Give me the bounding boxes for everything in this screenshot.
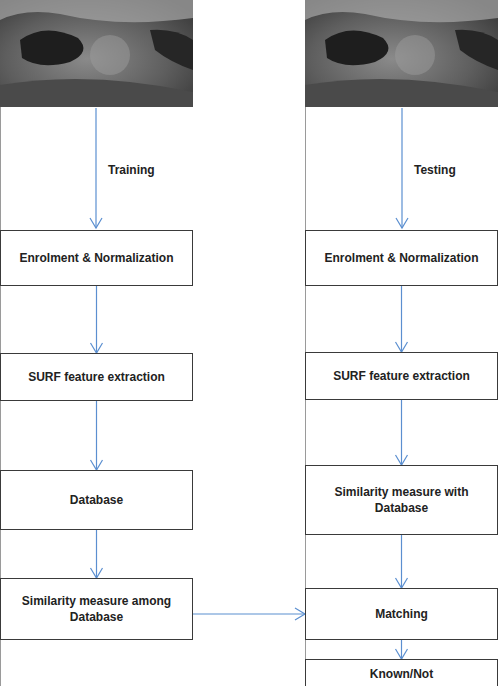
- box-label: SURF feature extraction: [333, 368, 470, 384]
- box-label: Enrolment & Normalization: [324, 250, 478, 266]
- flow-arrow: [90, 108, 102, 228]
- flow-arrow: [91, 530, 103, 578]
- process-box: Database: [0, 470, 193, 530]
- flow-arrow: [396, 640, 408, 659]
- box-label: Similarity measure with Database: [314, 484, 489, 516]
- process-box: Enrolment & Normalization: [305, 230, 498, 286]
- box-label: Matching: [375, 606, 428, 622]
- muzzle-photo: [0, 0, 193, 107]
- box-label: Enrolment & Normalization: [19, 250, 173, 266]
- flow-arrow: [396, 286, 408, 352]
- flow-label: Testing: [412, 162, 458, 178]
- process-box: Enrolment & Normalization: [0, 230, 193, 286]
- muzzle-photo: [305, 0, 498, 107]
- flow-arrow: [396, 400, 408, 465]
- flow-arrow: [91, 286, 103, 353]
- box-label: Database: [70, 492, 123, 508]
- flow-arrow: [396, 535, 408, 588]
- flow-arrow: [193, 608, 305, 620]
- process-box: Known/Not: [305, 659, 498, 686]
- process-box: Similarity measure with Database: [305, 465, 498, 535]
- box-label: SURF feature extraction: [28, 369, 165, 385]
- process-box: SURF feature extraction: [305, 352, 498, 400]
- process-box: Similarity measure among Database: [0, 578, 193, 640]
- flow-arrow: [396, 108, 408, 228]
- flow-arrow: [91, 401, 103, 470]
- flow-label: Training: [106, 162, 157, 178]
- process-box: Matching: [305, 588, 498, 640]
- process-box: SURF feature extraction: [0, 353, 193, 401]
- box-label: Similarity measure among Database: [9, 593, 184, 625]
- box-label: Known/Not: [370, 666, 433, 682]
